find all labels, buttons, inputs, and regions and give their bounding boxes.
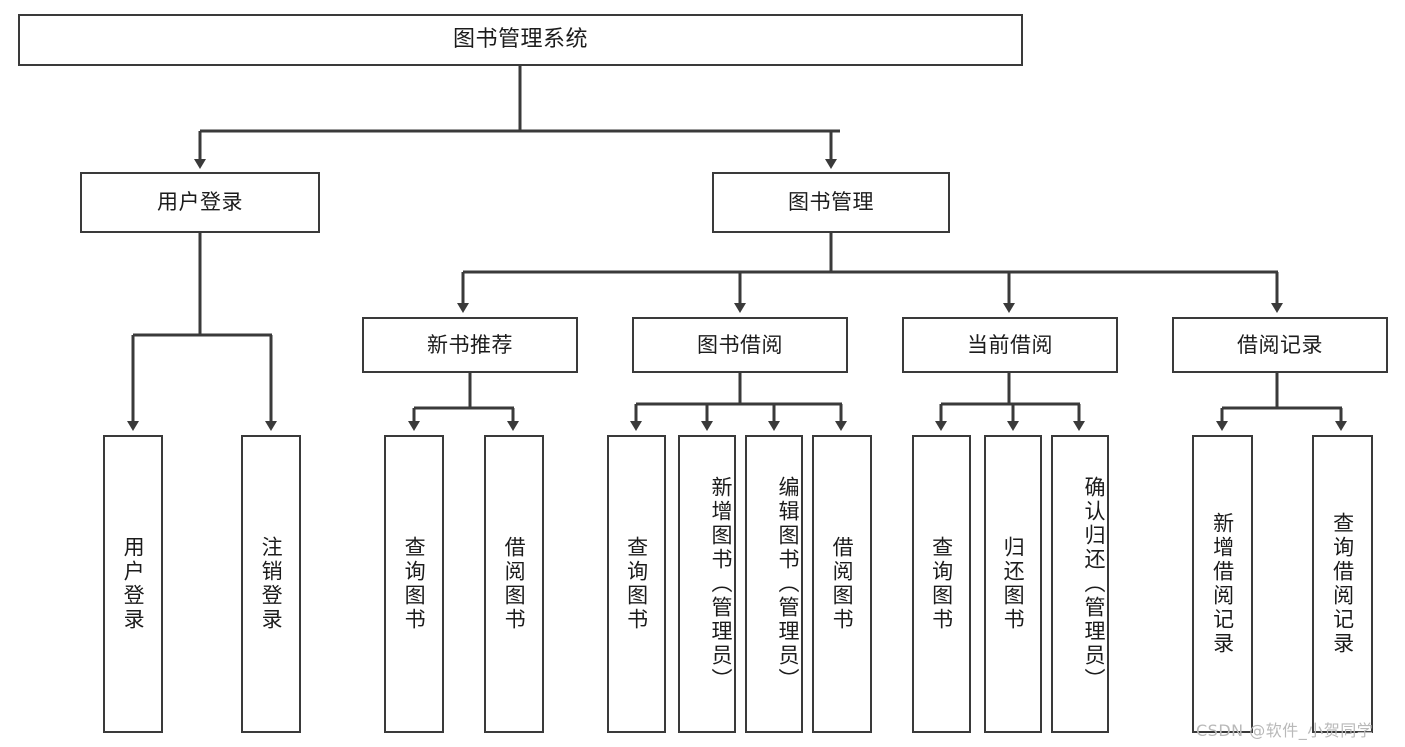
node-root[interactable]: 图书管理系统	[18, 14, 1023, 66]
node-leaf-6[interactable]: 编辑图书（管理员）	[745, 435, 803, 733]
node-leaf-8[interactable]: 查询图书	[912, 435, 971, 733]
node-level2-3[interactable]: 借阅记录	[1172, 317, 1388, 373]
node-level1-0[interactable]: 用户登录	[80, 172, 320, 233]
node-leaf-9[interactable]: 归还图书	[984, 435, 1042, 733]
node-leaf-12[interactable]: 查询借阅记录	[1312, 435, 1373, 733]
node-leaf-0[interactable]: 用户登录	[103, 435, 163, 733]
node-leaf-5[interactable]: 新增图书（管理员）	[678, 435, 736, 733]
node-leaf-10[interactable]: 确认归还（管理员）	[1051, 435, 1109, 733]
node-level2-0[interactable]: 新书推荐	[362, 317, 578, 373]
watermark-text: CSDN @软件_小贺同学	[1196, 721, 1374, 740]
node-leaf-2[interactable]: 查询图书	[384, 435, 444, 733]
node-leaf-11[interactable]: 新增借阅记录	[1192, 435, 1253, 733]
node-leaf-4[interactable]: 查询图书	[607, 435, 666, 733]
node-leaf-7[interactable]: 借阅图书	[812, 435, 872, 733]
node-leaf-1[interactable]: 注销登录	[241, 435, 301, 733]
node-level1-1[interactable]: 图书管理	[712, 172, 950, 233]
node-level2-2[interactable]: 当前借阅	[902, 317, 1118, 373]
node-leaf-3[interactable]: 借阅图书	[484, 435, 544, 733]
node-level2-1[interactable]: 图书借阅	[632, 317, 848, 373]
